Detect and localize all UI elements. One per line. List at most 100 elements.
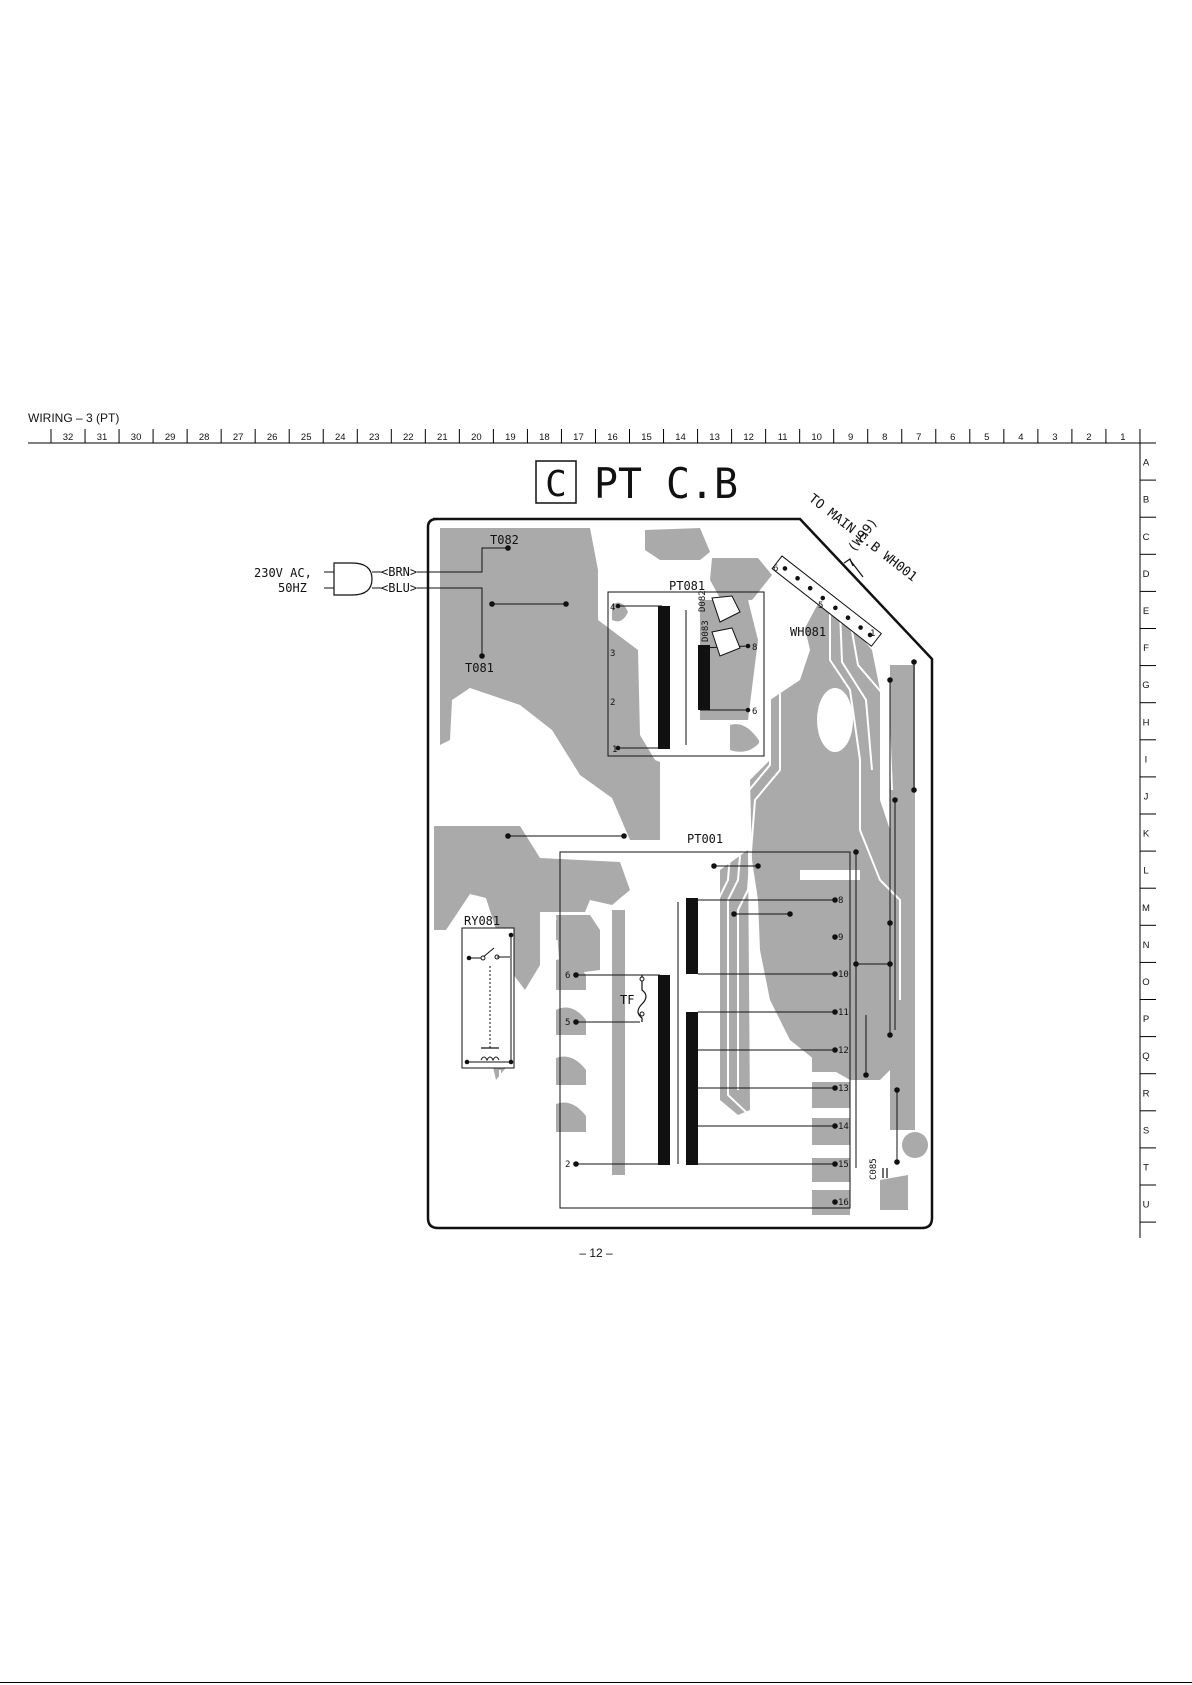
grid-row-label: I xyxy=(1145,754,1148,765)
grid-column-label: 1 xyxy=(1120,432,1125,443)
pt081-pin-2: 2 xyxy=(610,698,615,708)
pt001-pin-13: 13 xyxy=(838,1084,849,1094)
grid-row-label: T xyxy=(1143,1162,1149,1173)
pt081-label: PT081 xyxy=(669,579,705,593)
copper-voids xyxy=(800,688,860,880)
wh081-pin-6: 6 xyxy=(773,564,778,574)
pt001-transformer: PT001 6 5 2 8 9 10 11 1 xyxy=(559,832,851,1209)
grid-column-label: 32 xyxy=(63,432,74,443)
copper-pattern xyxy=(434,528,928,1215)
grid-column-label: 3 xyxy=(1052,432,1057,443)
grid-column-label: 14 xyxy=(675,432,686,443)
grid-column-label: 29 xyxy=(165,432,176,443)
pt081-pin-6: 6 xyxy=(752,707,757,717)
grid-column-label: 13 xyxy=(709,432,720,443)
grid-column-label: 23 xyxy=(369,432,380,443)
wire-brn-label: <BRN> xyxy=(381,565,417,579)
grid-row-label: D xyxy=(1143,569,1150,580)
trace-lines xyxy=(489,579,901,1201)
d082-label: D082 xyxy=(698,590,708,612)
d083-label: D083 xyxy=(701,620,711,642)
ry081-label: RY081 xyxy=(464,914,500,928)
board-title-text: PT C.B xyxy=(594,459,738,508)
grid-row-label: N xyxy=(1143,940,1150,951)
grid-column-label: 19 xyxy=(505,432,516,443)
grid-row-label: F xyxy=(1143,643,1149,654)
pt081-pin-labels: 4 3 2 1 8 6 xyxy=(610,603,757,755)
grid-column-label: 20 xyxy=(471,432,482,443)
grid-column-label: 27 xyxy=(233,432,244,443)
grid-column-label: 2 xyxy=(1086,432,1091,443)
ac-leads xyxy=(417,545,511,659)
wh081-label: WH081 xyxy=(790,625,826,639)
grid-column-label: 4 xyxy=(1018,432,1023,443)
grid-column-label: 5 xyxy=(984,432,989,443)
pt001-pin-14: 14 xyxy=(838,1122,849,1132)
tf-label: TF xyxy=(620,993,634,1007)
ac-input-plug: 230V AC, 50HZ <BRN> <BLU> xyxy=(254,562,417,596)
grid-row-label: J xyxy=(1144,791,1149,802)
pt001-pin-8: 8 xyxy=(838,896,843,906)
pt001-label: PT001 xyxy=(687,832,723,846)
pt081-pin-3: 3 xyxy=(610,649,615,659)
grid-row-label: R xyxy=(1143,1088,1150,1099)
grid-column-label: 18 xyxy=(539,432,550,443)
grid-column-label: 24 xyxy=(335,432,346,443)
page-title: WIRING – 3 (PT) xyxy=(28,411,120,425)
grid-row-label: K xyxy=(1143,829,1150,840)
pt001-primary-pin-labels: 6 5 2 xyxy=(565,971,570,1170)
grid-column-label: 16 xyxy=(607,432,618,443)
pt001-pin-10: 10 xyxy=(838,970,849,980)
grid-row-label: L xyxy=(1143,866,1148,877)
pt001-pin-11: 11 xyxy=(838,1008,849,1018)
pt001-pin-2: 2 xyxy=(565,1160,570,1170)
pt001-pin-16: 16 xyxy=(838,1198,849,1208)
grid-row-label: U xyxy=(1143,1200,1150,1211)
board-title: C PT C.B xyxy=(535,459,738,508)
grid-row-label: A xyxy=(1143,458,1150,469)
pt081-pin-4: 4 xyxy=(610,603,615,613)
grid-column-label: 25 xyxy=(301,432,312,443)
grid-column-label: 12 xyxy=(743,432,754,443)
pt081-transformer: PT081 4 3 2 1 8 6 D082 D083 xyxy=(607,579,765,757)
ac-voltage-label: 230V AC, xyxy=(254,566,312,580)
wh081-pin-1: 1 xyxy=(870,629,875,639)
grid-row-label: H xyxy=(1143,717,1150,728)
grid-row-label: Q xyxy=(1142,1051,1149,1062)
wire-blu-label: <BLU> xyxy=(381,581,417,595)
grid-column-label: 21 xyxy=(437,432,448,443)
grid-column-label: 7 xyxy=(916,432,921,443)
ry081-relay: RY081 xyxy=(461,914,515,1069)
pt001-pin-12: 12 xyxy=(838,1046,849,1056)
pt001-pin-15: 15 xyxy=(838,1160,849,1170)
pt001-pin-5: 5 xyxy=(565,1018,570,1028)
grid-column-label: 15 xyxy=(641,432,652,443)
grid-column-label: 11 xyxy=(778,432,788,443)
pt081-pin-8: 8 xyxy=(752,643,757,653)
grid-row-label: P xyxy=(1143,1014,1149,1025)
grid-column-label: 30 xyxy=(131,432,142,443)
grid-column-label: 17 xyxy=(573,432,584,443)
pt001-secondary-pin-labels: 8 9 10 11 12 13 14 15 16 xyxy=(838,896,849,1208)
thermal-fuse-symbol xyxy=(637,975,647,1022)
grid-row-label: O xyxy=(1142,977,1149,988)
bottom-rule xyxy=(0,1682,1192,1683)
t081-label: T081 xyxy=(465,661,494,675)
wh081-connector: 6 5 1 WH081 xyxy=(771,555,882,647)
grid-column-label: 10 xyxy=(811,432,822,443)
grid-row-label: B xyxy=(1143,495,1149,506)
pt001-pin-9: 9 xyxy=(838,933,843,943)
grid-column-label: 9 xyxy=(848,432,853,443)
jumper-wires xyxy=(489,601,917,1168)
c085-capacitor: C085 xyxy=(869,1158,888,1180)
title-box-letter: C xyxy=(545,464,567,505)
ac-frequency-label: 50HZ xyxy=(278,581,307,595)
grid-row-label: S xyxy=(1143,1125,1149,1136)
grid-column-label: 26 xyxy=(267,432,278,443)
c085-label: C085 xyxy=(869,1158,879,1180)
grid-column-label: 8 xyxy=(882,432,887,443)
w99-arrow xyxy=(843,558,864,578)
grid-row-label: M xyxy=(1142,903,1150,914)
